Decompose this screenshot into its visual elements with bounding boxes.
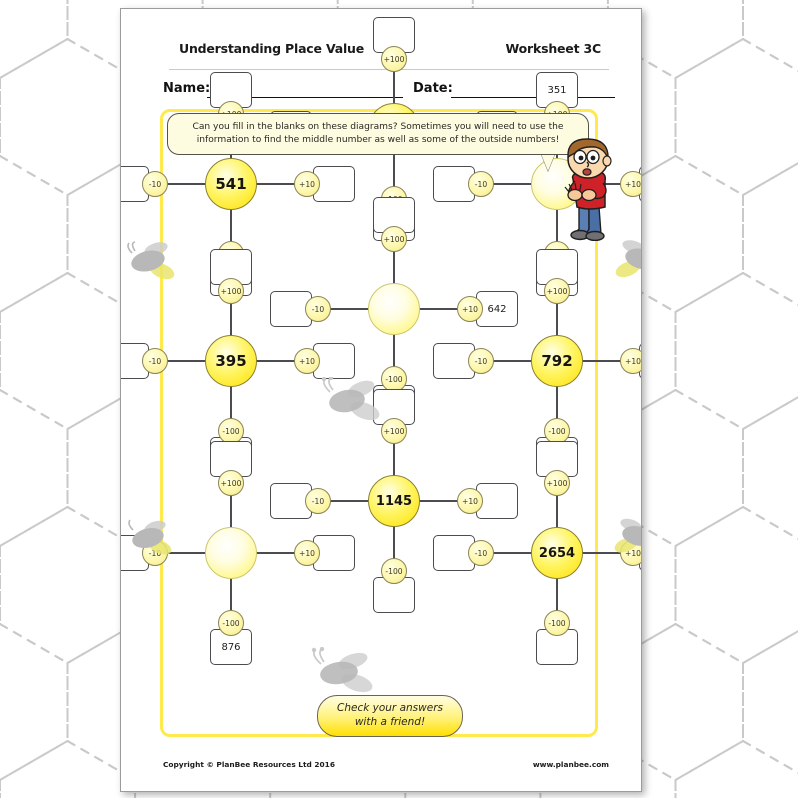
operator-plus-100: +100 bbox=[381, 46, 407, 72]
operator-plus-10: +10 bbox=[620, 171, 641, 197]
connector-line bbox=[230, 481, 232, 531]
operator-minus-10: -10 bbox=[305, 296, 331, 322]
operator-minus-100: -100 bbox=[218, 418, 244, 444]
connector-line bbox=[579, 360, 635, 362]
bee-decoration bbox=[127, 241, 175, 280]
operator-minus-10: -10 bbox=[142, 171, 168, 197]
bee-decoration bbox=[128, 519, 172, 555]
connector-line bbox=[230, 383, 232, 433]
operator-plus-10: +10 bbox=[620, 348, 641, 374]
bee-decoration bbox=[614, 518, 641, 553]
place-value-diagram: 876+100-100-10+10 bbox=[121, 9, 641, 791]
page-title: Understanding Place Value bbox=[179, 41, 365, 56]
connector-line bbox=[393, 429, 395, 479]
connector-line bbox=[556, 289, 558, 339]
operator-minus-100: -100 bbox=[544, 610, 570, 636]
boy-character-illustration bbox=[564, 138, 612, 241]
operator-plus-100: +100 bbox=[544, 278, 570, 304]
operator-plus-100: +100 bbox=[381, 226, 407, 252]
diagram-4-top-box[interactable] bbox=[210, 249, 252, 285]
operator-minus-100: -100 bbox=[218, 610, 244, 636]
check-answers-note: Check your answers with a friend! bbox=[317, 695, 463, 737]
diagram-1-right-box[interactable] bbox=[313, 166, 355, 202]
connector-line bbox=[479, 183, 535, 185]
diagram-7-center-circle[interactable] bbox=[205, 527, 257, 579]
diagram-5-center-circle[interactable] bbox=[368, 283, 420, 335]
operator-minus-10: -10 bbox=[468, 540, 494, 566]
connector-line bbox=[253, 552, 309, 554]
date-label: Date: bbox=[413, 81, 453, 96]
connector-line bbox=[556, 575, 558, 625]
connector-line bbox=[579, 552, 635, 554]
name-date-row: Name: Date: bbox=[163, 81, 615, 103]
date-input-rule[interactable] bbox=[451, 97, 615, 98]
connector-line bbox=[230, 289, 232, 339]
bee-decoration bbox=[321, 377, 380, 421]
connector-line bbox=[393, 331, 395, 381]
place-value-diagram: +100 -100 -10 +10 792 bbox=[121, 9, 641, 791]
connector-line bbox=[556, 383, 558, 433]
worksheet-number: Worksheet 3C bbox=[505, 41, 601, 56]
place-value-diagram: +100 -100 -10 +10 1145 bbox=[121, 9, 641, 791]
diagram-8-right-box[interactable] bbox=[476, 483, 518, 519]
diagram-8-bottom-box[interactable] bbox=[373, 577, 415, 613]
diagram-7-right-box[interactable] bbox=[313, 535, 355, 571]
operator-plus-10: +10 bbox=[294, 171, 320, 197]
operator-minus-100: -100 bbox=[381, 558, 407, 584]
connector-line bbox=[153, 552, 209, 554]
connector-line bbox=[393, 237, 395, 287]
connector-line bbox=[230, 575, 232, 625]
worksheet-page: Understanding Place Value Worksheet 3C N… bbox=[120, 8, 642, 792]
operator-plus-10: +10 bbox=[294, 540, 320, 566]
connector-line bbox=[556, 481, 558, 531]
name-label: Name: bbox=[163, 81, 211, 96]
connector-line bbox=[393, 151, 395, 201]
bee-decoration bbox=[311, 647, 373, 693]
diagram-9-center-circle[interactable]: 2654 bbox=[531, 527, 583, 579]
operator-plus-10: +10 bbox=[457, 296, 483, 322]
operator-plus-100: +100 bbox=[218, 470, 244, 496]
connector-line bbox=[479, 360, 535, 362]
connector-line bbox=[153, 360, 209, 362]
operator-minus-10: -10 bbox=[468, 171, 494, 197]
operator-minus-10: -10 bbox=[305, 488, 331, 514]
diagram-5-right-box[interactable]: 642 bbox=[476, 291, 518, 327]
connector-line bbox=[579, 183, 635, 185]
connector-line bbox=[316, 500, 372, 502]
bee-decoration bbox=[615, 240, 641, 278]
diagram-4-center-circle[interactable]: 395 bbox=[205, 335, 257, 387]
operator-plus-10: +10 bbox=[457, 488, 483, 514]
connector-line bbox=[416, 308, 472, 310]
diagram-6-center-circle[interactable]: 792 bbox=[531, 335, 583, 387]
operator-plus-10: +10 bbox=[294, 348, 320, 374]
connector-line bbox=[416, 500, 472, 502]
connector-line bbox=[316, 308, 372, 310]
connector-line bbox=[479, 552, 535, 554]
connector-line bbox=[393, 57, 395, 107]
connector-line bbox=[253, 183, 309, 185]
connector-line bbox=[393, 523, 395, 573]
operator-plus-100: +100 bbox=[544, 470, 570, 496]
place-value-diagram: +100 -100 -10 +10 395 bbox=[121, 9, 641, 791]
operator-minus-10: -10 bbox=[468, 348, 494, 374]
footer-copyright: Copyright © PlanBee Resources Ltd 2016 bbox=[163, 760, 335, 769]
diagram-9-bottom-box[interactable] bbox=[536, 629, 578, 665]
diagram-8-center-circle[interactable]: 1145 bbox=[368, 475, 420, 527]
footer-website[interactable]: www.planbee.com bbox=[532, 760, 609, 769]
operator-plus-100: +100 bbox=[218, 278, 244, 304]
name-input-rule[interactable] bbox=[207, 97, 403, 98]
connector-line bbox=[556, 206, 558, 256]
connector-line bbox=[153, 183, 209, 185]
diagram-1-center-circle[interactable]: 541 bbox=[205, 158, 257, 210]
operator-plus-100: +100 bbox=[381, 418, 407, 444]
instructions-bubble: Can you fill in the blanks on these diag… bbox=[167, 113, 589, 156]
operator-minus-100: -100 bbox=[381, 366, 407, 392]
place-value-diagram: +100 -100 -10 +10 2654 bbox=[121, 9, 641, 791]
operator-minus-10: -10 bbox=[142, 348, 168, 374]
connector-line bbox=[230, 206, 232, 256]
connector-line bbox=[253, 360, 309, 362]
